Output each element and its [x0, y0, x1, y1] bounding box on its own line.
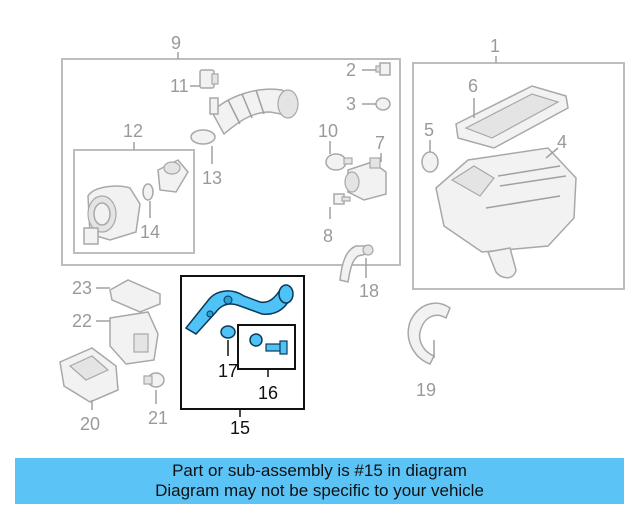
- part-11-clip: [199, 69, 219, 89]
- banner-line-1: Part or sub-assembly is #15 in diagram: [172, 461, 467, 480]
- callout-15[interactable]: 15: [230, 418, 250, 438]
- part-13-ring: [190, 129, 216, 145]
- callout-23[interactable]: 23: [72, 278, 92, 298]
- callout-19[interactable]: 19: [416, 380, 436, 400]
- part-4-air-cleaner: [435, 147, 577, 279]
- callout-8[interactable]: 8: [323, 226, 333, 246]
- banner-line-2: Diagram may not be specific to your vehi…: [155, 481, 484, 500]
- part-3-grommet: [375, 97, 391, 111]
- group-9-box: [61, 58, 401, 266]
- callout-6[interactable]: 6: [468, 76, 478, 96]
- callout-14[interactable]: 14: [140, 222, 160, 242]
- callout-5[interactable]: 5: [424, 120, 434, 140]
- part-10-clamp: [325, 153, 353, 171]
- part-7-maf-sensor: [344, 157, 387, 201]
- part-17-bolt: [220, 325, 236, 339]
- callout-18[interactable]: 18: [359, 281, 379, 301]
- callout-4[interactable]: 4: [557, 132, 567, 152]
- part-14-oring: [142, 183, 154, 201]
- part-6-filter: [455, 85, 569, 149]
- callout-2[interactable]: 2: [346, 60, 356, 80]
- part-22-housing: [109, 311, 159, 365]
- group-1-box: [412, 62, 625, 290]
- callout-1[interactable]: 1: [490, 36, 500, 56]
- part-2-bolt: [375, 62, 391, 76]
- callout-3[interactable]: 3: [346, 94, 356, 114]
- callout-12[interactable]: 12: [123, 121, 143, 141]
- part-21-fastener: [143, 372, 165, 388]
- part-20-duct: [59, 347, 119, 403]
- info-banner: Part or sub-assembly is #15 in diagram D…: [15, 458, 624, 504]
- callout-9[interactable]: 9: [171, 33, 181, 53]
- group-15-box: [180, 275, 305, 410]
- callout-20[interactable]: 20: [80, 414, 100, 434]
- part-15-intake-hose: [184, 284, 294, 335]
- callout-11[interactable]: 11: [170, 76, 189, 96]
- part-23-cover: [109, 279, 161, 313]
- callout-21[interactable]: 21: [148, 408, 168, 428]
- part-12-throttle-body: [83, 159, 189, 245]
- group-16-box: [237, 324, 296, 370]
- part-8-screw: [333, 193, 351, 205]
- callout-16[interactable]: 16: [258, 383, 278, 403]
- part-5-ring: [421, 151, 439, 173]
- callout-13[interactable]: 13: [202, 168, 222, 188]
- callout-17[interactable]: 17: [218, 361, 238, 381]
- callout-10[interactable]: 10: [318, 121, 338, 141]
- callout-22[interactable]: 22: [72, 311, 92, 331]
- part-16-fasteners: [249, 333, 288, 355]
- part-19-elbow: [407, 302, 451, 365]
- callout-7[interactable]: 7: [375, 133, 385, 153]
- intake-duct: [209, 88, 299, 136]
